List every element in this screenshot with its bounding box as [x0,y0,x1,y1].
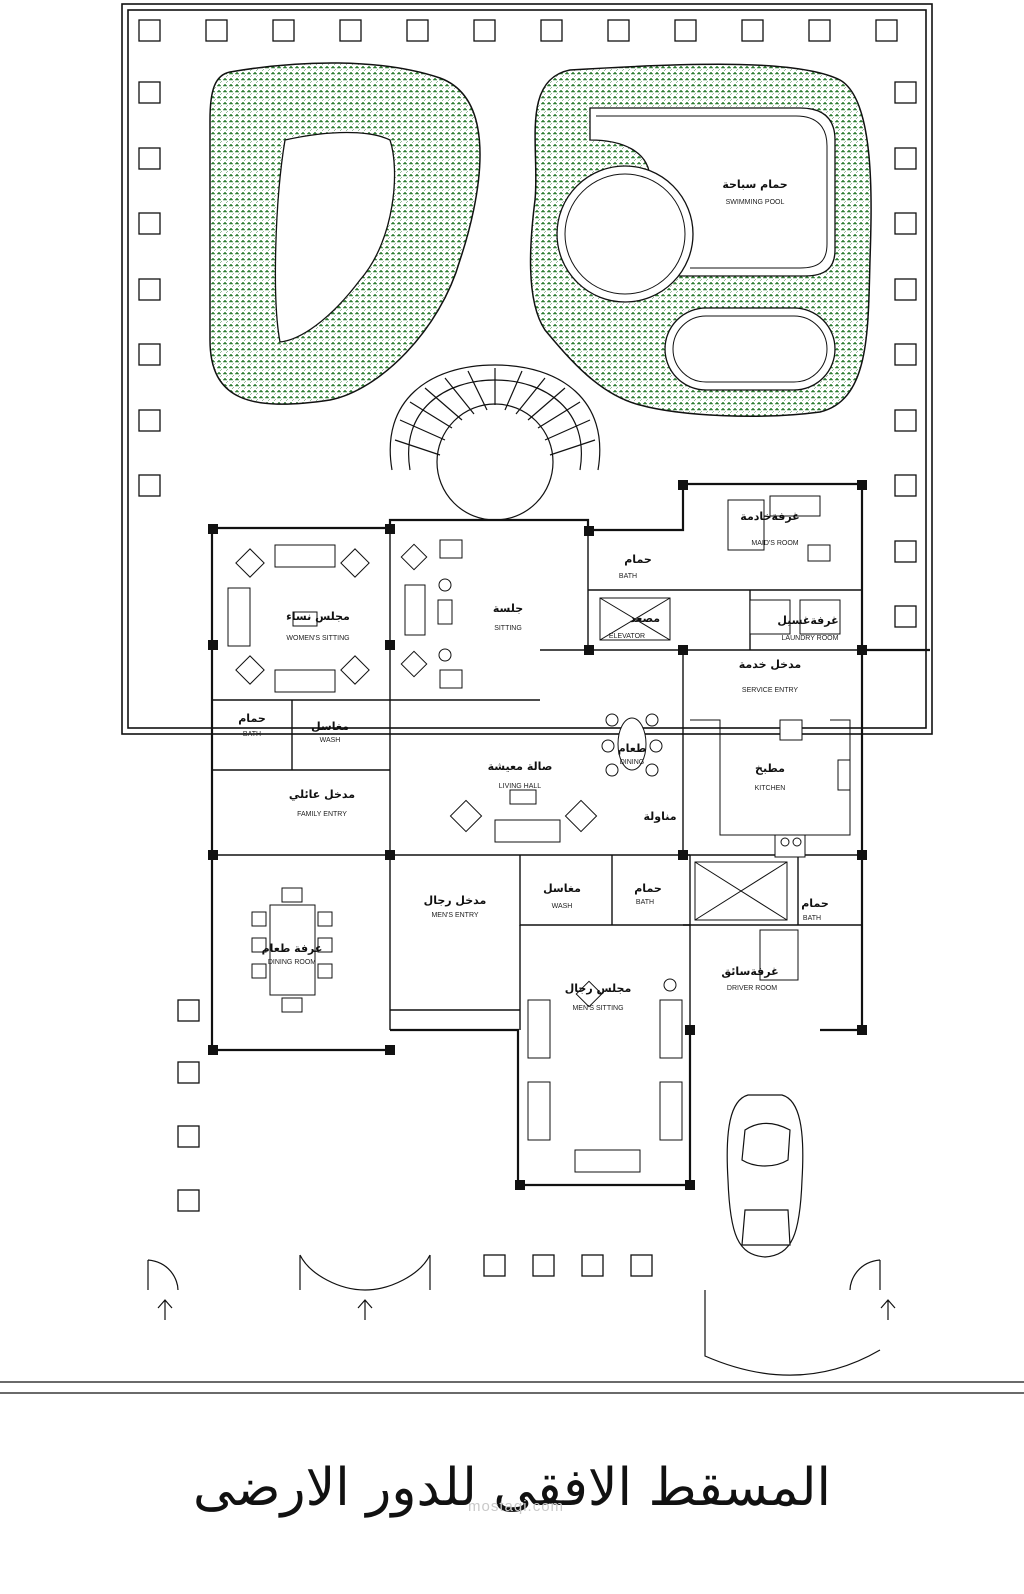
table-label-ar: مناولة [643,810,676,823]
bath4-label-en: BATH [803,915,821,922]
laundry-label-ar: غرفةغسيل [777,614,838,627]
men-sitting-furniture [527,978,683,1173]
spiral-stair [389,364,601,521]
dining-label-en: DINING [620,759,645,766]
boundary-columns [138,19,917,1277]
driver-label-ar: غرفةسائق [721,965,778,978]
sitting-label-ar: جلسة [493,602,523,615]
family-label-en: FAMILY ENTRY [297,811,347,818]
dining-room-furniture [251,887,333,1013]
watermark: mostaqi.com [468,1498,565,1515]
wash1-label-ar: مغاسل [311,720,349,733]
pool-label-ar: حمام سباحة [722,178,787,191]
bath2-label-ar: حمام [238,712,266,725]
interior-walls [211,528,862,1050]
room-labels: حمام سباحة SWIMMING POOL غرفةخادمة MAID'… [238,178,838,1012]
driver-label-en: DRIVER ROOM [727,985,777,992]
elevator-label-en: ELEVATOR [609,633,645,640]
bath3-label-ar: حمام [634,882,662,895]
laundry-label-en: LAUNDRY ROOM [782,635,839,642]
bath1-label-ar: حمام [624,553,652,566]
kitchen-furniture [690,719,851,858]
pool-garden [529,63,872,417]
elevator-label-ar: مصعد [630,612,660,625]
plot-boundary [121,3,933,735]
living-label-ar: صالة معيشة [488,760,553,773]
maid-label-en: MAID'S ROOM [751,540,798,547]
living-furniture [449,713,663,843]
men-entry-label-ar: مدخل رجال [424,894,487,907]
men-label-en: MEN'S SITTING [572,1005,623,1012]
car-icon [726,1094,804,1258]
structural-columns [208,480,867,1190]
wash2-label-en: WASH [552,903,573,910]
plan-caption: المسقط الافقى للدور الارضى [193,1458,831,1518]
living-label-en: LIVING HALL [499,783,542,790]
dining-label-ar: طعام [618,742,647,755]
kitchen-label-en: KITCHEN [755,785,786,792]
dining-room-label-en: DINING ROOM [268,959,316,966]
men-label-ar: مجلس رجال [565,982,632,995]
men-entry-label-en: MEN'S ENTRY [431,912,478,919]
bath1-label-en: BATH [619,573,637,580]
wash1-label-en: WASH [320,737,341,744]
bath4-label-ar: حمام [801,897,829,910]
dining-room-label-ar: غرفة طعام [262,942,323,955]
maid-label-ar: غرفةخادمة [740,510,799,523]
kitchen-label-ar: مطبخ [755,762,785,775]
women-sitting-furniture [227,544,370,693]
pool-label-en: SWIMMING POOL [726,199,785,206]
bath2-label-en: BATH [243,731,261,738]
service-furniture [599,495,841,981]
women-label-ar: مجلس نساء [286,610,350,623]
wash2-label-ar: مغاسل [543,882,581,895]
left-garden [209,62,481,405]
service-label-ar: مدخل خدمة [739,658,802,671]
service-label-en: SERVICE ENTRY [742,687,798,694]
sitting-label-en: SITTING [494,625,522,632]
women-label-en: WOMEN'S SITTING [286,635,349,642]
site-entrances [0,1254,1024,1394]
family-label-ar: مدخل عائلي [289,788,355,801]
sitting-furniture [400,539,463,689]
bath3-label-en: BATH [636,899,654,906]
